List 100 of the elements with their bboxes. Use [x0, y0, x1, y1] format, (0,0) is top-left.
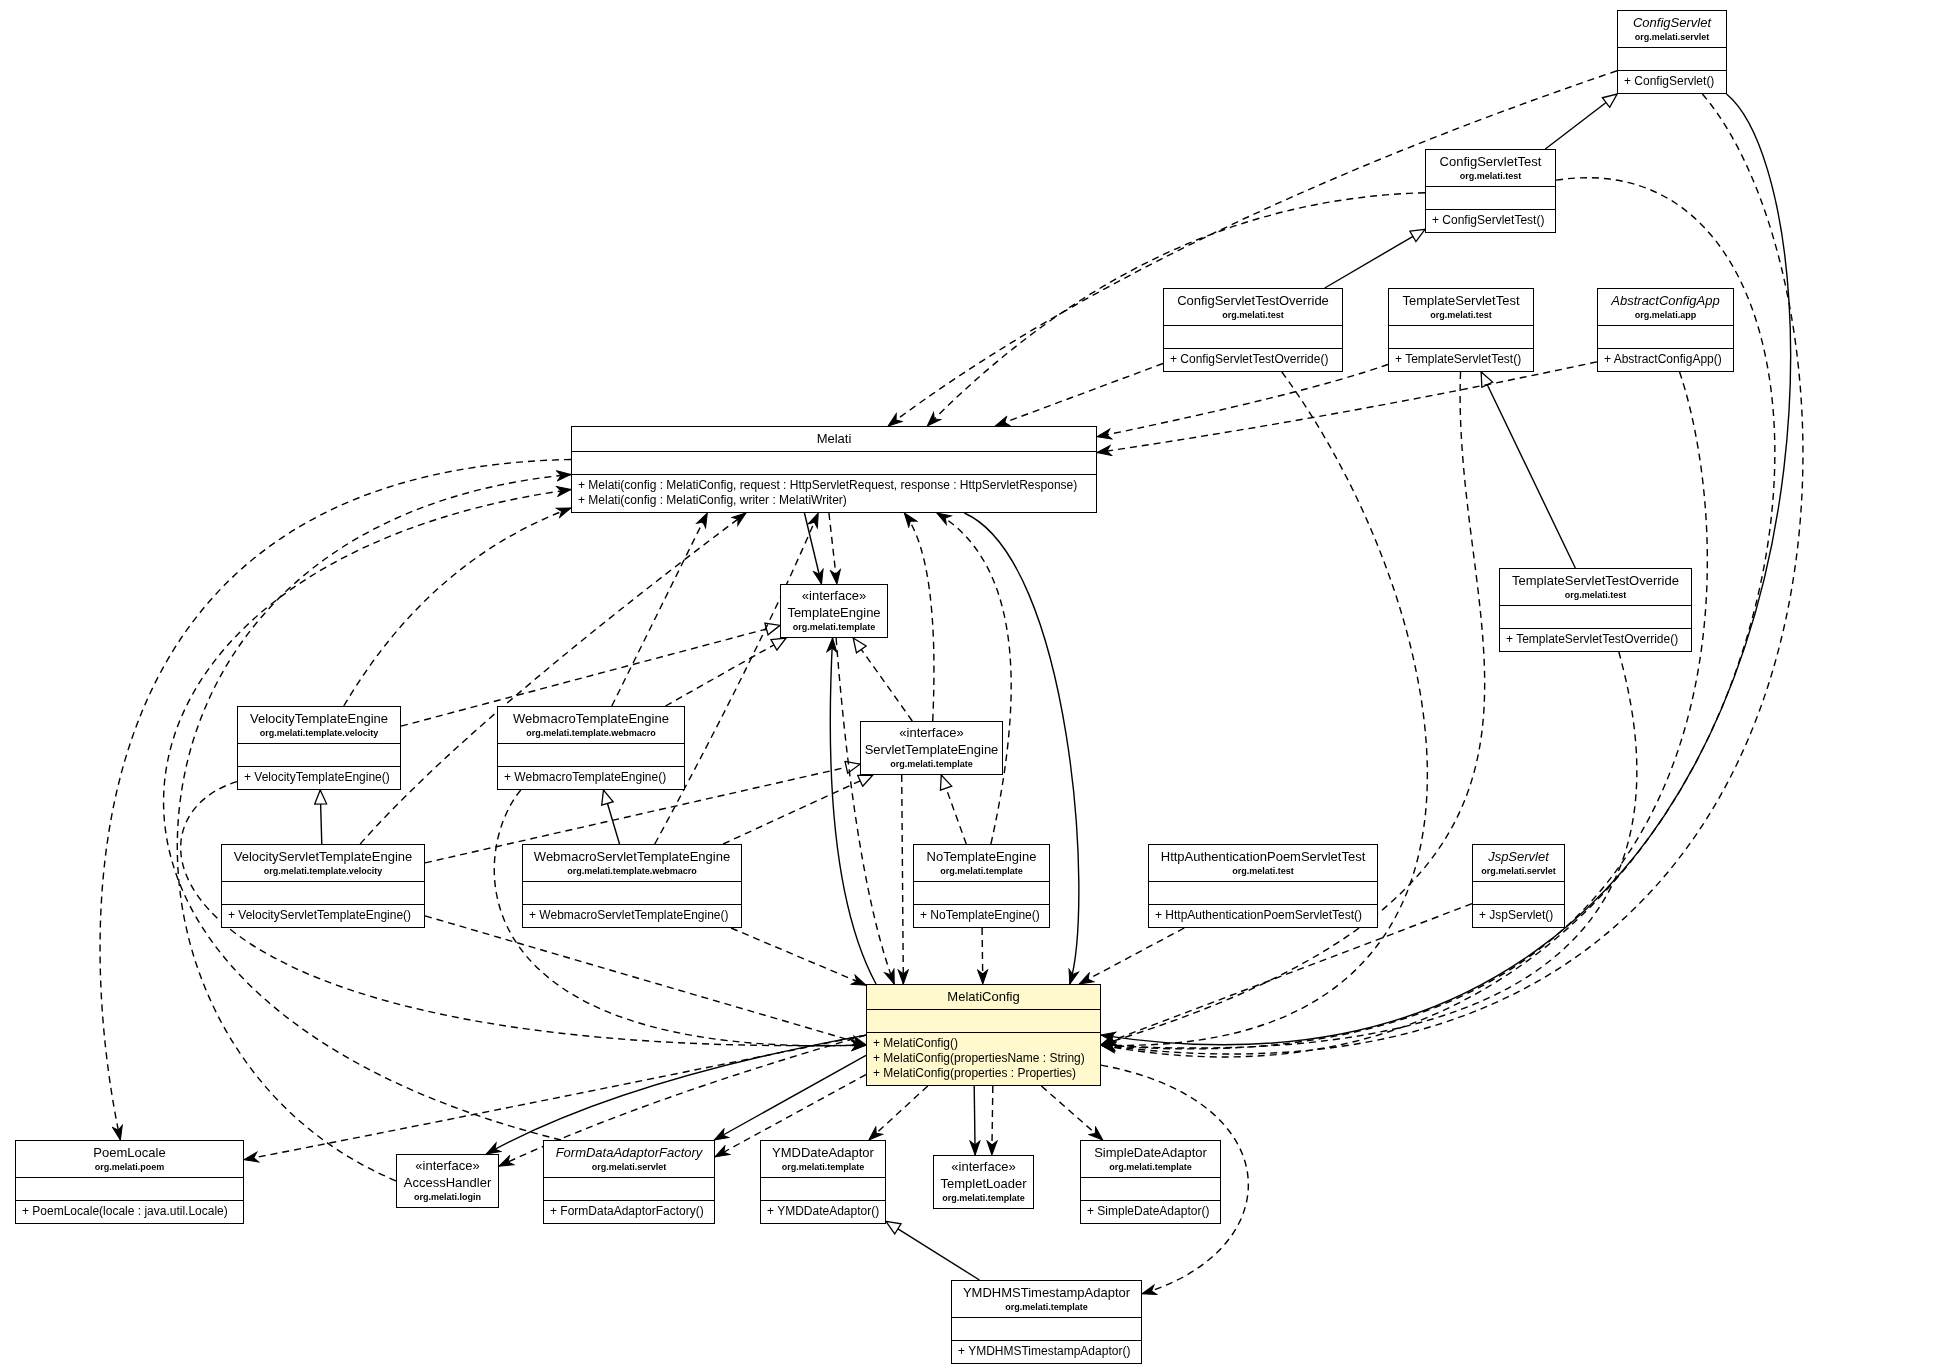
package-name: org.melati.template [942, 1192, 1025, 1204]
method-signature: + WebmacroTemplateEngine() [504, 770, 668, 785]
interface-box [780, 584, 888, 638]
class-name: ConfigServlet [1632, 14, 1711, 31]
inheritance-arrow [1324, 228, 1426, 289]
method-signature: + ConfigServletTest() [1432, 213, 1546, 228]
class-box [1472, 844, 1565, 928]
class-name: ConfigServletTest [1439, 153, 1542, 170]
dependency-arrow [835, 637, 895, 985]
class-box [497, 706, 685, 790]
realization-arrow [722, 774, 874, 845]
class-box [1148, 844, 1378, 928]
method-signature: + VelocityServletTemplateEngine() [228, 908, 413, 923]
package-name: org.melati.template [1109, 1161, 1192, 1173]
package-name: org.melati.servlet [1481, 865, 1556, 877]
package-name: org.melati.template [890, 758, 973, 770]
dependency-arrow [897, 774, 909, 985]
package-name: org.melati.test [1430, 309, 1492, 321]
class-box [760, 1140, 886, 1224]
method-signature: + PoemLocale(locale : java.util.Locale) [22, 1204, 229, 1219]
class-name: PoemLocale [93, 1144, 166, 1161]
dependency-arrow [1100, 651, 1638, 1051]
class-box [1597, 288, 1734, 372]
stereotype-label: «interface» [899, 725, 964, 741]
method-signature: + TemplateServletTest() [1395, 352, 1523, 367]
class-name: TemplateServletTest [1402, 292, 1520, 309]
association-arrow [826, 637, 877, 985]
method-signature: + MelatiConfig(propertiesName : String) [873, 1051, 1086, 1066]
class-box [1617, 10, 1727, 94]
method-signature: + YMDDateAdaptor() [767, 1204, 879, 1219]
method-signature: + Melati(config : MelatiConfig, request : HttpServletRequest, response : HttpServletResponse) [578, 478, 1079, 493]
class-box [1163, 288, 1343, 372]
package-name: org.melati.template.webmacro [567, 865, 697, 877]
dependency-arrow [1040, 1085, 1104, 1141]
package-name: org.melati.template.velocity [259, 727, 379, 739]
association-arrow [963, 512, 1080, 985]
realization-arrow [852, 637, 913, 722]
method-signature: + MelatiConfig(properties : Properties) [873, 1066, 1078, 1081]
class-box [571, 426, 1097, 513]
class-name: Melati [816, 430, 852, 447]
class-name: SimpleDateAdaptor [1094, 1144, 1207, 1161]
package-name: org.melati.template.velocity [263, 865, 383, 877]
method-signature: + AbstractConfigApp() [1604, 352, 1723, 367]
dependency-arrow [887, 70, 1618, 427]
package-name: org.melati.poem [94, 1161, 165, 1173]
method-signature: + TemplateServletTestOverride() [1506, 632, 1680, 647]
dependency-arrow [1096, 361, 1598, 456]
package-name: org.melati.template [792, 621, 876, 633]
package-name: org.melati.template [1005, 1301, 1088, 1313]
dependency-arrow [359, 512, 747, 845]
class-box [1425, 149, 1556, 233]
method-signature: + ConfigServletTestOverride() [1170, 352, 1330, 367]
association-arrow [969, 1085, 981, 1156]
method-signature: + VelocityTemplateEngine() [244, 770, 391, 785]
dependency-arrow [903, 512, 935, 722]
method-signature: + MelatiConfig() [873, 1036, 960, 1051]
package-name: org.melati.test [1222, 309, 1284, 321]
package-name: org.melati.template [940, 865, 1023, 877]
dependency-arrow [494, 789, 867, 1051]
dependency-arrow [986, 1085, 998, 1156]
package-name: org.melati.app [1634, 309, 1697, 321]
class-box [866, 984, 1101, 1086]
class-name: FormDataAdaptorFactory [555, 1144, 703, 1161]
dependency-arrow [424, 915, 867, 1047]
class-box [237, 706, 401, 790]
stereotype-label: «interface» [951, 1159, 1016, 1175]
dependency-arrow [868, 1085, 929, 1141]
class-box [1080, 1140, 1221, 1224]
dependency-arrow [343, 507, 572, 707]
realization-arrow [939, 774, 967, 845]
interface-box [860, 721, 1003, 775]
class-box [1388, 288, 1534, 372]
class-name: MelatiConfig [947, 988, 1020, 1005]
dependency-arrow [1096, 363, 1389, 440]
class-box [951, 1280, 1142, 1364]
dependency-arrow [1100, 1064, 1249, 1295]
method-signature: + HttpAuthenticationPoemServletTest() [1155, 908, 1364, 923]
dependency-arrow [977, 927, 989, 985]
class-name: TemplateServletTestOverride [1512, 572, 1679, 589]
inheritance-arrow [1480, 371, 1577, 569]
association-arrow [713, 1054, 867, 1141]
class-box [543, 1140, 715, 1224]
class-name: TemplateEngine [787, 604, 881, 621]
method-signature: + YMDHMSTimestampAdaptor() [958, 1344, 1132, 1359]
dependency-arrow [994, 362, 1164, 427]
dependency-arrow [926, 192, 1426, 427]
method-signature: + WebmacroServletTemplateEngine() [529, 908, 730, 923]
inheritance-arrow [314, 789, 328, 845]
method-signature: + JspServlet() [1479, 908, 1555, 923]
class-name: VelocityServletTemplateEngine [233, 848, 413, 865]
method-signature: + FormDataAdaptorFactory() [550, 1204, 705, 1219]
package-name: org.melati.template [781, 1161, 865, 1173]
package-name: org.melati.login [414, 1191, 481, 1203]
package-name: org.melati.test [1564, 589, 1627, 601]
package-name: org.melati.test [1232, 865, 1294, 877]
method-signature: + SimpleDateAdaptor() [1087, 1204, 1211, 1219]
method-signature: + NoTemplateEngine() [920, 908, 1041, 923]
dependency-arrow [1100, 903, 1473, 1046]
dependency-arrow [654, 512, 819, 845]
class-box [522, 844, 742, 928]
